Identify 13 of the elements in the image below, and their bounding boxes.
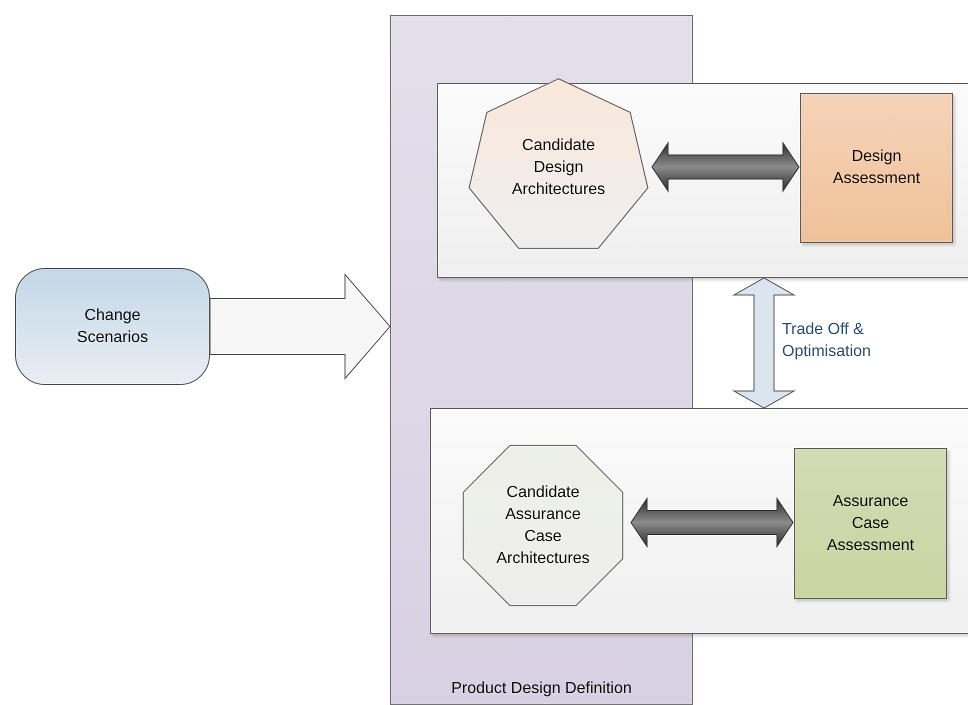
node-label: Design Assessment (832, 147, 922, 189)
block-arrow (210, 273, 391, 380)
block-arrow (651, 141, 800, 193)
process-box (794, 448, 947, 599)
block-arrow (732, 277, 796, 409)
node-label: Product Design Definition (451, 679, 632, 699)
node-label: Change Scenarios (76, 306, 150, 348)
process-box (800, 93, 953, 243)
node-label: Assurance Case Assessment (826, 492, 916, 556)
block-arrow (630, 496, 794, 548)
node-label: Candidate Assurance Case Architectures (495, 482, 591, 568)
rounded-box (15, 268, 210, 385)
node-label: Candidate Design Architectures (510, 136, 606, 200)
